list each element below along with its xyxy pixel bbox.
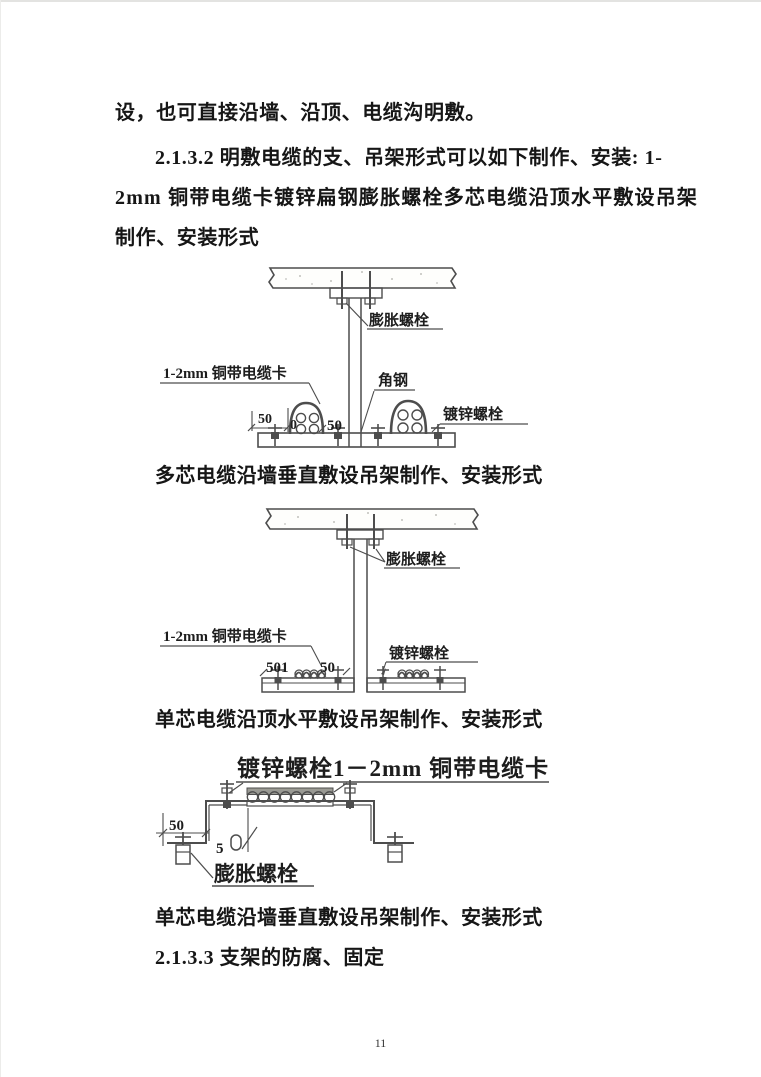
scan-edge-left (0, 0, 1, 1077)
caption-diagram-1: 多芯电缆沿墙垂直敷设吊架制作、安装形式 (155, 465, 543, 487)
label-expansion-bolt: 膨胀螺栓 (349, 546, 460, 569)
dim-right: 50 (320, 660, 335, 676)
expansion-bolt-label: 膨胀螺栓 (386, 550, 446, 568)
galvanized-bolt-label: 镀锌螺栓 (443, 405, 503, 423)
cable-clamp-label: 1-2mm 铜带电缆卡 (163, 364, 287, 382)
expansion-anchor-right (387, 832, 403, 863)
galvanized-bolt-label: 镀锌螺栓 (389, 644, 449, 662)
caption-diagram-2: 单芯电缆沿顶水平敷设吊架制作、安装形式 (155, 709, 543, 731)
expansion-bolt-right (364, 271, 376, 309)
page-number: 11 (374, 1036, 387, 1050)
cable-clamp-label: 1-2mm 铜带电缆卡 (163, 627, 287, 645)
dim-left: 50 (258, 412, 272, 427)
expansion-anchor-left (175, 832, 191, 865)
body-line-2-section-2132: 2.1.3.2 明敷电缆的支、吊架形式可以如下制作、安装: 1- (155, 147, 663, 169)
mounting-plate (336, 529, 384, 540)
cable-channel (246, 787, 336, 807)
dim-5: 5 (216, 841, 224, 857)
ceiling-slab (268, 267, 457, 289)
label-cable-clamp: 1-2mm 铜带电缆卡 (160, 364, 321, 405)
label-expansion-bolt: 膨胀螺栓 (190, 852, 314, 887)
scan-edge-top (0, 0, 761, 2)
body-line-3: 2mm 铜带电缆卡镀锌扁钢膨胀螺栓多芯电缆沿顶水平敷设吊架 (115, 187, 699, 209)
galvanized-bolt-left (220, 780, 234, 809)
body-line-4: 制作、安装形式 (115, 227, 260, 249)
dim-mid: 0 (290, 418, 297, 433)
diagram-singlecore-wall-bracket: 镀锌螺栓1－2mm 铜带电缆卡 (156, 755, 549, 887)
angle-steel-upright (353, 539, 368, 692)
expansion-bolt-label: 膨胀螺栓 (214, 862, 298, 886)
bottom-flat-bar (257, 432, 456, 448)
galvanized-bolt-and-clamp-label: 镀锌螺栓1－2mm 铜带电缆卡 (237, 755, 549, 781)
diagram-multicore-hanger: 膨胀螺栓 角钢 1-2mm 铜带电缆卡 镀锌螺栓 50 0 50 (160, 267, 528, 448)
ceiling-slab (265, 508, 479, 530)
bracket-strip (167, 800, 414, 844)
cable-clamp-left (288, 401, 325, 435)
expansion-bolt-left (336, 271, 348, 309)
mounting-plate (329, 287, 383, 299)
dim-right: 50 (327, 418, 342, 434)
galvanized-bolt-right (343, 780, 357, 809)
expansion-bolt-left (341, 514, 353, 549)
label-cable-clamp: 1-2mm 铜带电缆卡 (160, 627, 323, 668)
bar-bolts (268, 424, 445, 446)
scalloped-clamp-left (294, 669, 327, 680)
dimensions: 50 0 50 (247, 408, 342, 434)
caption-diagram-3: 单芯电缆沿墙垂直敷设吊架制作、安装形式 (155, 907, 543, 929)
dim-50: 50 (169, 818, 184, 834)
bottom-flat-bar (261, 677, 466, 693)
dimensions: 50 5 (156, 808, 258, 857)
dimensions: 501 50 (259, 660, 351, 677)
body-line-1: 设，也可直接沿墙、沿顶、电缆沟明敷。 (115, 102, 486, 124)
angle-steel-label: 角钢 (378, 371, 408, 389)
diagram-singlecore-ceiling-hanger: 膨胀螺栓 1-2mm 铜带电缆卡 镀锌螺栓 501 50 (160, 508, 479, 693)
label-galvanized-bolt: 镀锌螺栓 (381, 644, 478, 675)
body-line-section-2133: 2.1.3.3 支架的防腐、固定 (155, 947, 385, 969)
header-label: 镀锌螺栓1－2mm 铜带电缆卡 (228, 755, 549, 794)
label-galvanized-bolt: 镀锌螺栓 (431, 405, 528, 433)
angle-steel-upright (348, 298, 362, 447)
label-expansion-bolt: 膨胀螺栓 (345, 302, 443, 330)
expansion-bolt-label: 膨胀螺栓 (369, 311, 429, 329)
scalloped-clamp-right (397, 669, 430, 680)
cable-clamp-right (389, 399, 428, 435)
label-angle-steel: 角钢 (360, 371, 415, 433)
dim-left: 501 (266, 660, 289, 676)
expansion-bolt-right (368, 514, 380, 549)
